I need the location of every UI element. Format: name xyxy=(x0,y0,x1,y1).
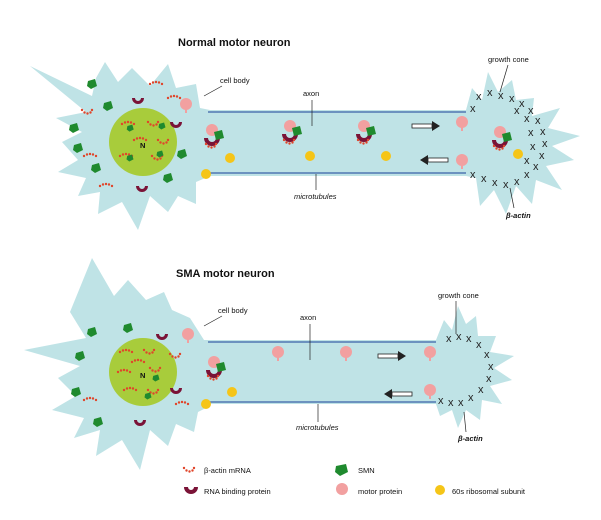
svg-text:x: x xyxy=(530,141,536,153)
svg-text:x: x xyxy=(487,87,493,99)
leader-line xyxy=(463,411,467,433)
svg-text:x: x xyxy=(466,333,472,345)
svg-text:x: x xyxy=(478,384,484,396)
svg-text:x: x xyxy=(446,333,452,345)
legend-item-smn: SMN xyxy=(335,464,375,476)
beta-actin-label: β-actin xyxy=(505,211,531,220)
svg-text:x: x xyxy=(524,169,530,181)
growth-cone xyxy=(436,306,514,428)
retrograde-arrow xyxy=(384,389,413,399)
svg-text:SMN: SMN xyxy=(358,466,375,475)
smn-icon xyxy=(335,464,348,476)
growth-cone-label: growth cone xyxy=(438,291,479,300)
leader-line xyxy=(203,85,223,97)
svg-text:x: x xyxy=(519,98,525,110)
svg-text:x: x xyxy=(528,105,534,117)
ribosome xyxy=(201,169,211,179)
legend-item-motor: motor protein xyxy=(336,483,402,496)
svg-text:x: x xyxy=(470,103,476,115)
ribosome xyxy=(201,399,211,409)
svg-text:x: x xyxy=(509,93,515,105)
svg-text:x: x xyxy=(524,155,530,167)
legend-item-ribosome: 60s ribosomal subunit xyxy=(435,485,526,496)
leader-line xyxy=(203,315,223,327)
cell-body-label: cell body xyxy=(220,76,250,85)
svg-text:x: x xyxy=(533,161,539,173)
growth-cone xyxy=(466,72,580,214)
axon-label: axon xyxy=(300,313,316,322)
svg-text:x: x xyxy=(476,339,482,351)
svg-text:x: x xyxy=(540,126,546,138)
panel-title: Normal motor neuron xyxy=(178,37,291,49)
svg-text:x: x xyxy=(528,127,534,139)
svg-text:motor protein: motor protein xyxy=(358,487,402,496)
retrograde-arrow xyxy=(420,155,449,165)
mrna-dots-icon xyxy=(182,466,196,473)
anterograde-arrow xyxy=(411,121,440,131)
svg-text:x: x xyxy=(468,392,474,404)
growth-cone-label: growth cone xyxy=(488,55,529,64)
legend: β-actin mRNA SMN RNA binding protein mot… xyxy=(182,464,526,496)
svg-text:x: x xyxy=(524,113,530,125)
svg-text:x: x xyxy=(458,397,464,409)
ribosome xyxy=(513,149,523,159)
svg-text:x: x xyxy=(488,361,494,373)
motor-protein-icon xyxy=(336,483,348,495)
sma-panel: SMA motor neuron N xyxy=(24,258,514,470)
cell-body-label: cell body xyxy=(218,306,248,315)
beta-actin-label: β-actin xyxy=(457,434,483,443)
svg-text:RNA binding protein: RNA binding protein xyxy=(204,487,271,496)
svg-text:β-actin mRNA: β-actin mRNA xyxy=(204,466,251,475)
svg-text:x: x xyxy=(514,105,520,117)
axon xyxy=(208,110,470,176)
svg-text:x: x xyxy=(539,150,545,162)
svg-text:x: x xyxy=(535,115,541,127)
svg-text:x: x xyxy=(438,395,444,407)
ribosomal-subunit-icon xyxy=(435,485,445,495)
svg-text:x: x xyxy=(476,91,482,103)
normal-panel: Normal motor neuron N xyxy=(30,37,580,230)
svg-text:x: x xyxy=(486,373,492,385)
nucleus-label: N xyxy=(140,141,145,150)
legend-item-mrna: β-actin mRNA xyxy=(182,466,251,475)
leader-line xyxy=(509,187,515,209)
svg-text:x: x xyxy=(514,176,520,188)
ribosome xyxy=(227,387,237,397)
rna-binding-protein-icon xyxy=(184,487,198,494)
svg-text:x: x xyxy=(503,179,509,191)
svg-text:x: x xyxy=(448,397,454,409)
nucleus-label: N xyxy=(140,371,145,380)
anterograde-arrow xyxy=(377,351,406,361)
svg-text:x: x xyxy=(484,349,490,361)
ribosome xyxy=(225,153,235,163)
axon-label: axon xyxy=(303,89,319,98)
svg-text:x: x xyxy=(542,138,548,150)
svg-text:x: x xyxy=(481,173,487,185)
ribosome xyxy=(305,151,315,161)
microtubules-label: microtubules xyxy=(294,192,337,201)
svg-text:x: x xyxy=(492,177,498,189)
panel-title: SMA motor neuron xyxy=(176,268,275,280)
microtubules-label: microtubules xyxy=(296,423,339,432)
svg-text:x: x xyxy=(498,90,504,102)
svg-text:60s ribosomal subunit: 60s ribosomal subunit xyxy=(452,487,526,496)
legend-item-rbp: RNA binding protein xyxy=(184,487,271,496)
svg-text:x: x xyxy=(470,169,476,181)
ribosome xyxy=(381,151,391,161)
svg-text:x: x xyxy=(456,331,462,343)
leader-line xyxy=(499,64,509,93)
